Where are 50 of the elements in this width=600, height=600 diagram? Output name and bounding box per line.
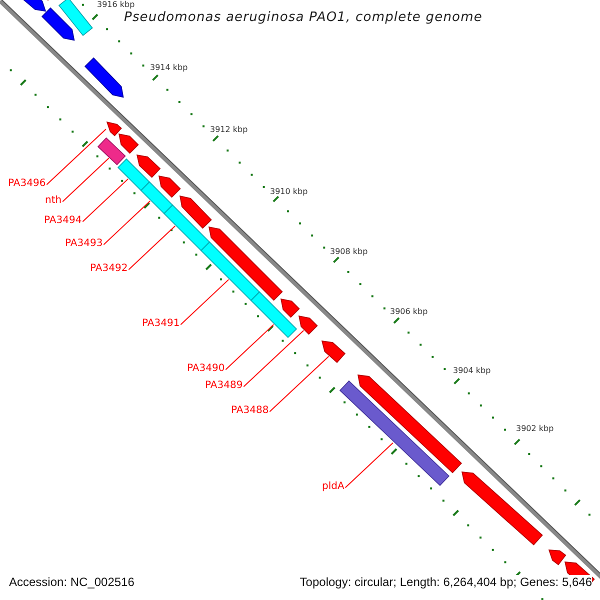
gene-feature bbox=[116, 158, 150, 192]
gene-feature bbox=[461, 471, 544, 546]
scale-label: 3906 kbp bbox=[390, 307, 428, 316]
leader-line bbox=[344, 442, 394, 488]
gene-feature bbox=[96, 136, 126, 166]
scale-label: 3910 kbp bbox=[270, 187, 308, 196]
leader-line bbox=[103, 200, 151, 246]
gene-feature bbox=[250, 290, 298, 338]
gene-feature bbox=[118, 133, 140, 154]
leader-line bbox=[62, 158, 110, 202]
gene-label: PA3490 bbox=[187, 363, 225, 375]
scale-label: 3902 kbp bbox=[516, 424, 554, 433]
gene-feature bbox=[140, 180, 174, 214]
gene-label: PA3491 bbox=[142, 318, 180, 330]
scale-label: 3904 kbp bbox=[453, 366, 491, 375]
gene-feature bbox=[40, 6, 75, 41]
scale-label: 3908 kbp bbox=[330, 247, 368, 256]
leader-line bbox=[82, 178, 129, 222]
gene-feature bbox=[136, 154, 162, 178]
gene-label: nth bbox=[45, 195, 62, 207]
gene-label: PA3488 bbox=[231, 405, 269, 417]
leader-line bbox=[46, 128, 106, 186]
gene-feature bbox=[58, 0, 94, 37]
leader-line bbox=[225, 324, 274, 370]
gene-feature bbox=[162, 204, 210, 252]
leader-line bbox=[269, 356, 330, 412]
gene-label: PA3494 bbox=[44, 215, 82, 227]
gene-label: PA3496 bbox=[8, 178, 46, 190]
gene-feature bbox=[158, 175, 182, 198]
accession-text: Accession: NC_002516 bbox=[9, 575, 134, 589]
gene-feature bbox=[280, 298, 300, 318]
gene-feature bbox=[200, 240, 260, 302]
gene-feature bbox=[321, 340, 346, 364]
title: Pseudomonas aeruginosa PAO1, complete genome bbox=[124, 10, 482, 25]
gene-label: PA3492 bbox=[90, 263, 128, 275]
gene-feature bbox=[84, 56, 124, 98]
gene-feature bbox=[357, 374, 462, 474]
gene-label: PA3493 bbox=[65, 238, 103, 250]
gene-feature bbox=[298, 315, 318, 336]
gene-feature bbox=[208, 226, 284, 302]
gene-feature bbox=[179, 195, 212, 230]
leader-line bbox=[243, 330, 304, 388]
scale-label: 3912 kbp bbox=[210, 125, 248, 134]
scale-label: 3914 kbp bbox=[150, 63, 188, 72]
gene-label: PA3489 bbox=[205, 380, 243, 392]
genome-info-text: Topology: circular; Length: 6,264,404 bp; Genes: 5,646 bbox=[300, 575, 592, 589]
leader-line bbox=[128, 226, 176, 270]
scale-label: 3916 kbp bbox=[97, 0, 135, 9]
gene-label: pldA bbox=[322, 481, 344, 493]
gene-feature bbox=[548, 549, 567, 566]
